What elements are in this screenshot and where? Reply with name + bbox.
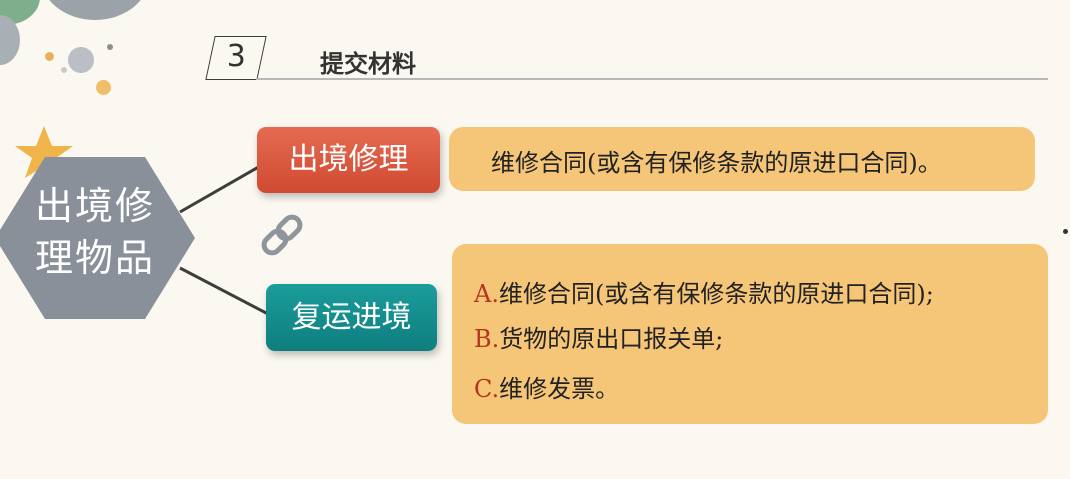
list-item: B.货物的原出口报关单; [474,319,723,354]
materials-text-outbound: 维修合同(或含有保修条款的原进口合同)。 [491,149,942,177]
connector-bottom [179,266,271,317]
decor-dot-dark [107,44,113,50]
pill-outbound-repair: 出境修理 [257,127,440,193]
materials-box-reimport: A.维修合同(或含有保修条款的原进口合同); B.货物的原出口报关单; C.维修… [452,244,1048,424]
hexagon-label-line1: 出境修 [34,184,155,228]
list-item: C.维修发票。 [474,369,619,404]
edge-dot [1063,229,1068,234]
list-item-letter: C. [474,375,500,403]
star-icon [15,126,73,178]
pill-reimport: 复运进境 [266,284,437,351]
section-title: 提交材料 [320,50,416,78]
title-divider [256,78,1048,80]
list-item-letter: A. [474,280,499,308]
list-item-text: 维修发票。 [499,375,620,403]
decor-dot-grey [68,47,94,73]
list-item-letter: B. [474,325,500,353]
decor-bubble-grey-left [0,15,20,65]
list-item-text: 货物的原出口报关单; [499,325,724,353]
decor-dot-orange-2 [96,80,111,95]
hexagon-label-line2: 理物品 [34,236,155,280]
link-chain-icon [261,214,303,256]
list-item-text: 维修合同(或含有保修条款的原进口合同); [498,280,934,308]
materials-box-outbound: 维修合同(或含有保修条款的原进口合同)。 [449,127,1035,191]
decor-dot-orange [45,52,54,61]
list-item: A.维修合同(或含有保修条款的原进口合同); [474,274,934,309]
hexagon-label: 出境修 理物品 [25,180,165,284]
decor-dot-small [61,67,67,73]
connector-top [179,163,263,214]
